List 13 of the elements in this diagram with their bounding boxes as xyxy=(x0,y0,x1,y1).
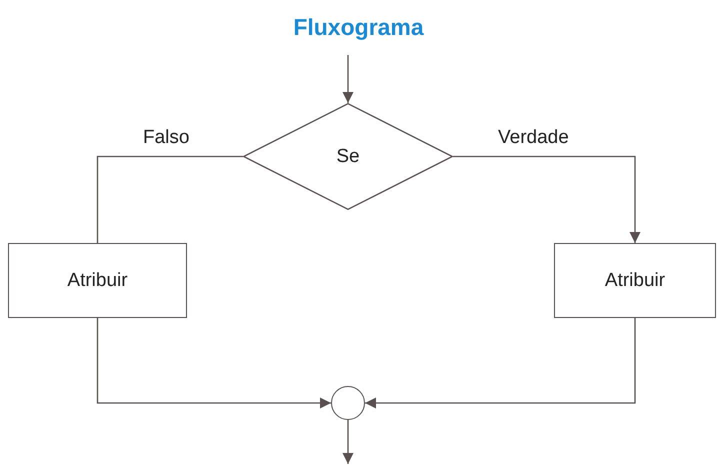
arrow xyxy=(365,318,636,408)
connector-circle xyxy=(331,386,365,420)
decision-diamond xyxy=(243,103,453,210)
process-box xyxy=(8,243,187,318)
node-label: Atribuir xyxy=(67,270,128,292)
diagram-title: Fluxograma xyxy=(292,14,425,41)
node-label: Se xyxy=(336,146,360,168)
arrow xyxy=(342,420,354,464)
arrow xyxy=(342,55,354,103)
process-box xyxy=(554,243,716,318)
node-label: Atribuir xyxy=(604,270,666,292)
arrow xyxy=(453,156,640,243)
arrow xyxy=(96,318,331,408)
